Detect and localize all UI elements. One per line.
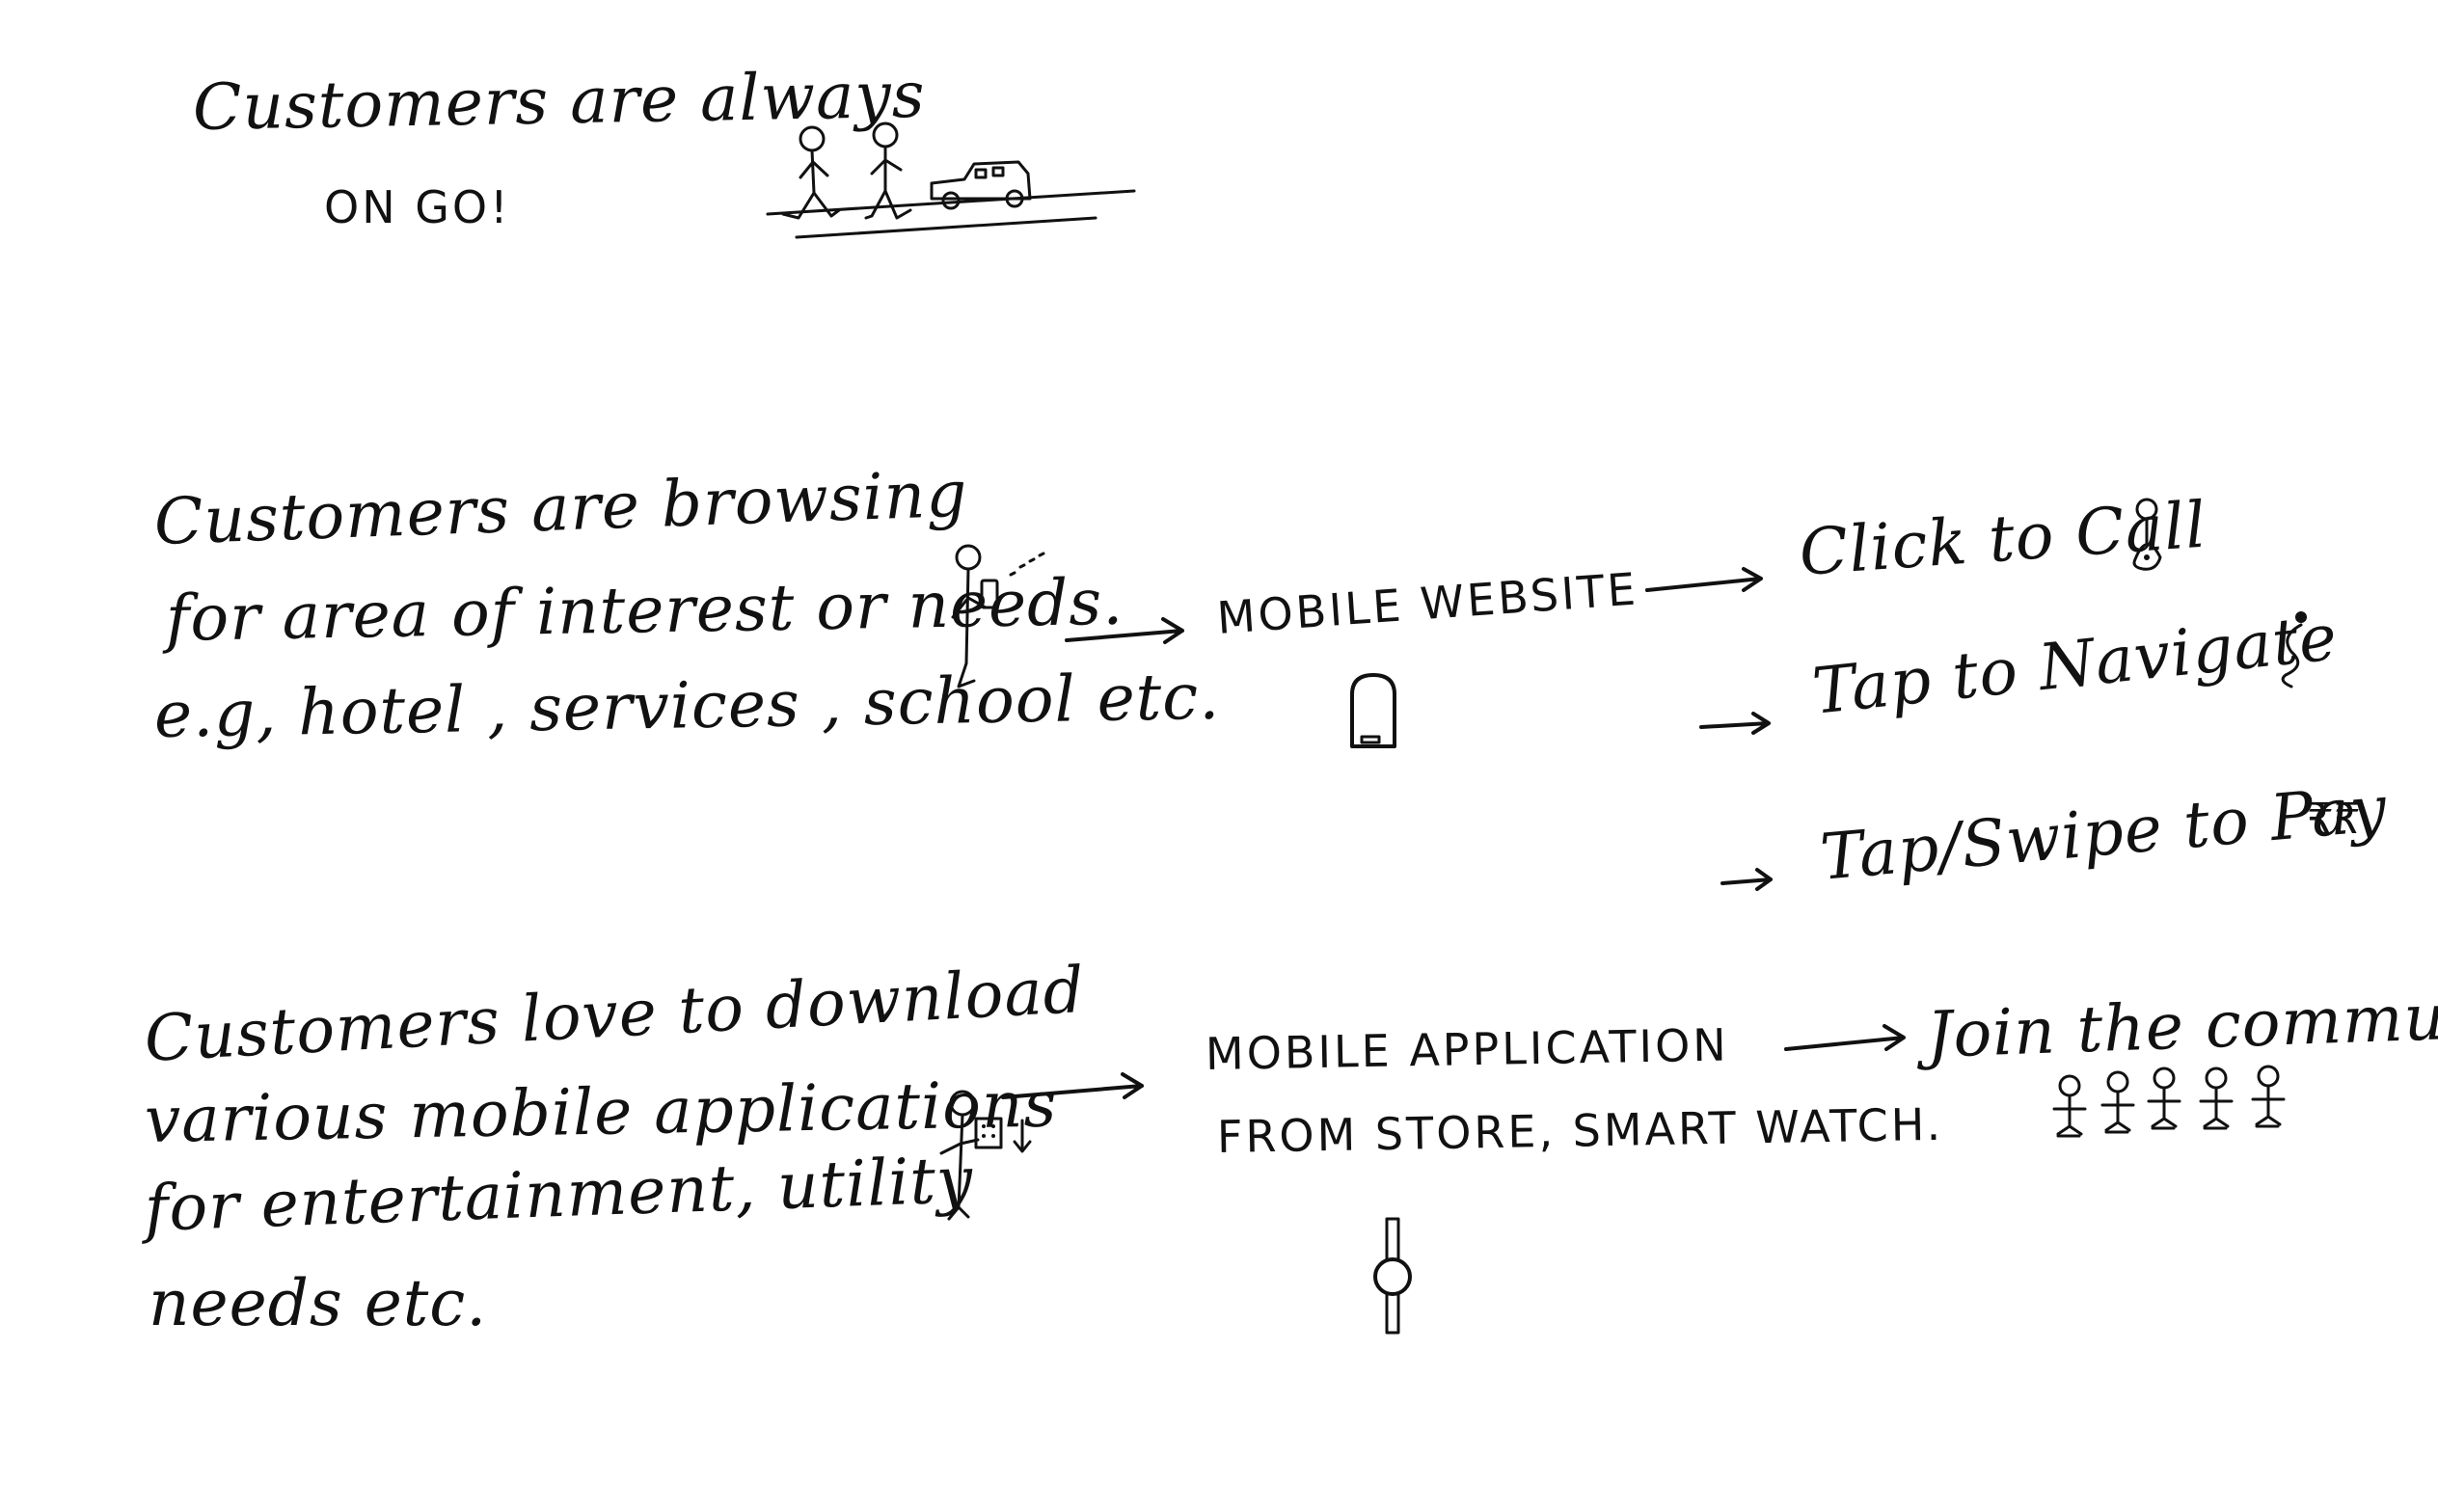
arrow-icon <box>1065 617 1184 644</box>
arrow-icon <box>1699 712 1771 735</box>
mobile-application-label: MOBILE APPLICATION <box>1205 1018 1730 1080</box>
arrow-icon <box>1784 1024 1906 1051</box>
route-icon <box>2281 611 2307 688</box>
mobile-phone-icon <box>1350 673 1396 748</box>
smart-watch-icon <box>1373 1217 1412 1335</box>
arrow-icon <box>1720 868 1773 891</box>
rupee-icon: ₹₹ <box>2307 795 2361 844</box>
section-3-line-4: needs etc. <box>149 1266 488 1340</box>
walking-person-icon <box>781 125 841 220</box>
section-1-line-1: Customers are always <box>192 57 927 145</box>
arrow-icon <box>1645 567 1763 592</box>
community-people-icon <box>2052 1065 2286 1138</box>
person-with-phone-icon <box>951 544 1045 688</box>
road-lines <box>766 189 1136 239</box>
map-pin-icon <box>2132 498 2162 571</box>
walking-person-icon <box>864 122 912 220</box>
arrow-icon <box>1001 1072 1144 1099</box>
person-with-app-icon <box>939 1090 1032 1221</box>
section-1-line-2: ON GO! <box>324 181 511 233</box>
